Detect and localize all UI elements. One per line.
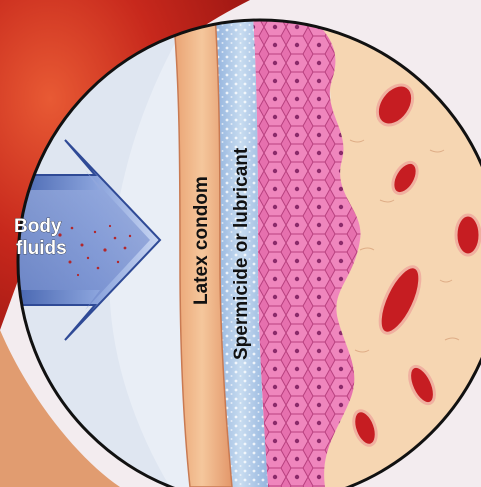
body-fluids-label-line2: fluids — [16, 238, 67, 259]
spermicide-label: Spermicide or lubricant — [231, 147, 252, 360]
body-fluids-label-line1: Body — [14, 216, 62, 237]
latex-condom-label: Latex condom — [191, 176, 212, 305]
